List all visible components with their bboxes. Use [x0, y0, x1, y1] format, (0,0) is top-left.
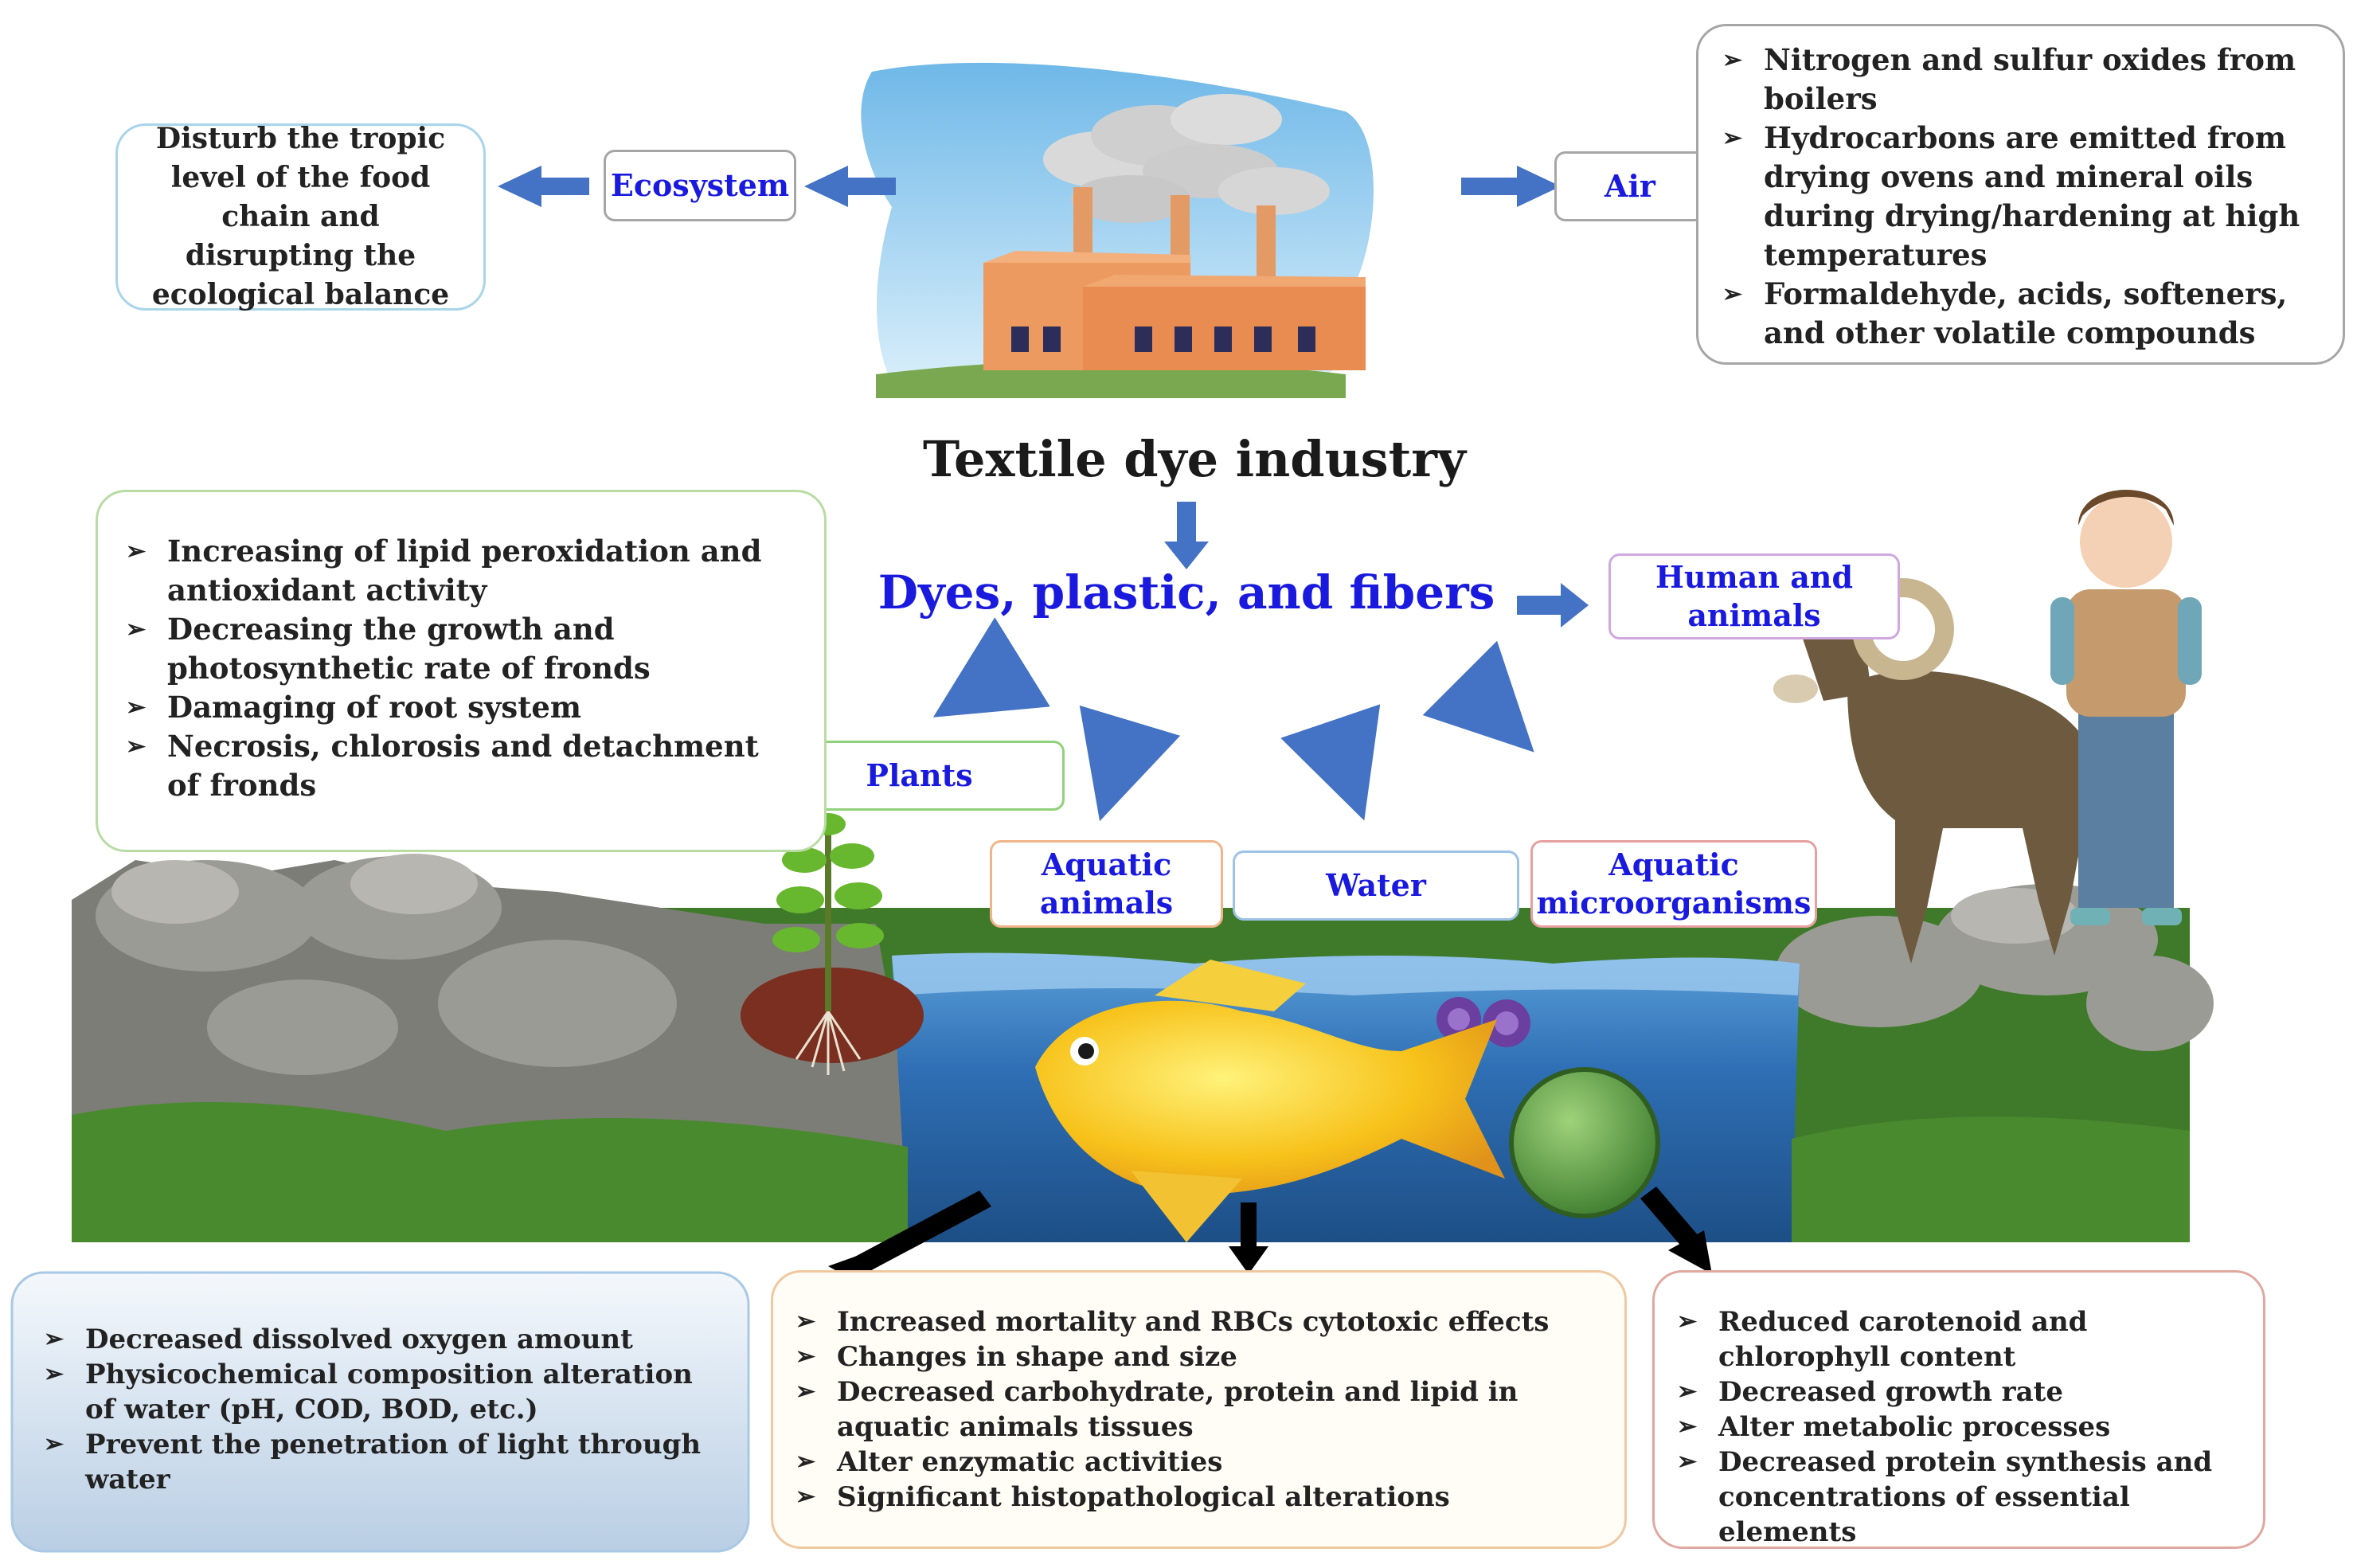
arrow-title-to-dyes: [1164, 502, 1209, 569]
microorganism-effects-box: Reduced carotenoid and chlorophyll conte…: [1652, 1270, 2265, 1549]
arrow-factory-to-ecosystem: [804, 166, 896, 207]
air-effect-item: Hydrocarbons are emitted from drying ove…: [1722, 119, 2319, 275]
air-effects-list: Nitrogen and sulfur oxides from boilers …: [1722, 41, 2319, 353]
landscape-illustration: [72, 813, 2214, 1242]
plant-effect-item: Damaging of root system: [126, 688, 800, 727]
microorganism-effect-item: Decreased protein synthesis and concentr…: [1677, 1445, 2246, 1550]
arrow-ecosystem-to-effect: [498, 166, 589, 207]
aquatic-animal-effects-list: Increased mortality and RBCs cytotoxic e…: [795, 1304, 1602, 1515]
arrow-aquatic-animal-effects: [1229, 1202, 1268, 1274]
aquatic-animal-effect-item: Decreased carbohydrate, protein and lipi…: [795, 1374, 1602, 1445]
arrow-factory-to-air: [1461, 166, 1561, 207]
aquatic-animal-effect-item: Significant histopathological alteration…: [795, 1480, 1602, 1515]
fish-illustration: [1035, 960, 1505, 1242]
arrow-dyes-to-aquatic-animals: [1079, 705, 1181, 822]
plant-effects-box: Increasing of lipid peroxidation and ant…: [96, 490, 827, 852]
arrow-dyes-to-water: [1280, 704, 1381, 821]
microorganism-effects-list: Reduced carotenoid and chlorophyll conte…: [1677, 1304, 2246, 1550]
plant-effect-item: Increasing of lipid peroxidation and ant…: [126, 532, 800, 610]
water-effects-list: Decreased dissolved oxygen amount Physic…: [44, 1322, 725, 1497]
person-illustration: [2050, 490, 2202, 925]
water-effect-item: Physicochemical composition alteration o…: [44, 1357, 725, 1427]
arrow-microorganism-effects: [1640, 1187, 1712, 1274]
air-effects-box: Nitrogen and sulfur oxides from boilers …: [1696, 24, 2345, 365]
factory-illustration: [861, 62, 1374, 398]
aquatic-animal-effect-item: Changes in shape and size: [795, 1339, 1602, 1374]
microorganism-effect-item: Decreased growth rate: [1677, 1374, 2246, 1410]
ecosystem-effect-box: Disturb the tropic level of the food cha…: [115, 122, 486, 311]
diagram-title: Textile dye industry: [923, 430, 1466, 488]
diagram-subtitle: Dyes, plastic, and fibers: [877, 565, 1495, 620]
air-effect-item: Nitrogen and sulfur oxides from boilers: [1722, 41, 2319, 119]
arrow-dyes-to-plants: [932, 617, 1050, 718]
water-effect-item: Decreased dissolved oxygen amount: [44, 1322, 725, 1357]
aquatic-microorganisms-label: Aquatic microorganisms: [1530, 840, 1817, 928]
ecosystem-effect-text: Disturb the tropic level of the food cha…: [151, 122, 450, 311]
aquatic-animals-label: Aquatic animals: [990, 840, 1223, 928]
water-effects-box: Decreased dissolved oxygen amount Physic…: [12, 1273, 749, 1551]
human-animals-label: Human and animals: [1608, 553, 1900, 639]
arrow-water-effects: [828, 1191, 991, 1286]
water-effect-item: Prevent the penetration of light through…: [44, 1427, 725, 1497]
arrow-dyes-to-microorganisms: [1422, 640, 1534, 753]
plant-effects-list: Increasing of lipid peroxidation and ant…: [126, 532, 800, 805]
aquatic-animal-effect-item: Alter enzymatic activities: [795, 1445, 1602, 1480]
water-label: Water: [1233, 850, 1519, 921]
arrow-dyes-to-human: [1517, 583, 1589, 628]
aquatic-animal-effect-item: Increased mortality and RBCs cytotoxic e…: [795, 1304, 1602, 1339]
plant-effect-item: Decreasing the growth and photosynthetic…: [126, 610, 800, 688]
microorganism-effect-item: Reduced carotenoid and chlorophyll conte…: [1677, 1304, 2246, 1374]
aquatic-animal-effects-box: Increased mortality and RBCs cytotoxic e…: [771, 1270, 1627, 1549]
ram-illustration: [1773, 578, 2096, 964]
ecosystem-label: Ecosystem: [604, 150, 796, 221]
air-label: Air: [1554, 151, 1706, 221]
plant-effect-item: Necrosis, chlorosis and detachment of fr…: [126, 727, 800, 805]
air-effect-item: Formaldehyde, acids, softeners, and othe…: [1722, 275, 2319, 353]
microorganism-effect-item: Alter metabolic processes: [1677, 1410, 2246, 1445]
